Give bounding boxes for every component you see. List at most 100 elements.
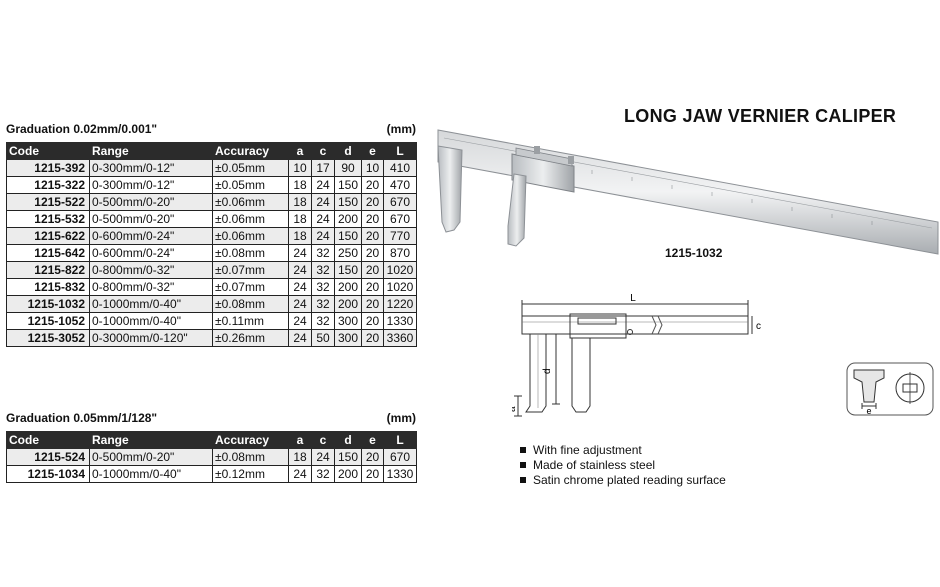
table-cell: 32 bbox=[311, 465, 335, 483]
table-cell: 0-800mm/0-32" bbox=[89, 261, 213, 279]
table-cell: 1215-622 bbox=[6, 227, 90, 245]
table-cell: 1220 bbox=[383, 295, 417, 313]
column-header-7: L bbox=[383, 431, 417, 449]
table-cell: 20 bbox=[361, 176, 384, 194]
table-cell: ±0.07mm bbox=[212, 278, 289, 296]
table-cell: 90 bbox=[334, 159, 362, 177]
column-header-2: Accuracy bbox=[212, 431, 289, 449]
table-cell: 24 bbox=[288, 329, 312, 347]
dim-label-a: a bbox=[512, 406, 518, 412]
table-cell: ±0.05mm bbox=[212, 176, 289, 194]
table-cell: 10 bbox=[361, 159, 384, 177]
table-cell: 24 bbox=[311, 227, 335, 245]
table-cell: 18 bbox=[288, 176, 312, 194]
graduation-label: Graduation bbox=[6, 411, 71, 425]
unit-label: (mm) bbox=[386, 122, 416, 136]
graduation-value: 0.02mm/0.001" bbox=[73, 122, 158, 136]
table-cell: 0-300mm/0-12" bbox=[89, 159, 213, 177]
column-header-3: a bbox=[288, 431, 312, 449]
table-cell: ±0.05mm bbox=[212, 159, 289, 177]
jaw-detail-diagram: e bbox=[846, 362, 934, 416]
table-cell: 670 bbox=[383, 210, 417, 228]
table-cell: 200 bbox=[334, 295, 362, 313]
table-cell: 20 bbox=[361, 312, 384, 330]
column-header-4: c bbox=[311, 431, 335, 449]
table-cell: 24 bbox=[311, 176, 335, 194]
table-cell: 1330 bbox=[383, 312, 417, 330]
column-header-5: d bbox=[334, 142, 362, 160]
table-cell: 0-600mm/0-24" bbox=[89, 244, 213, 262]
table-cell: 150 bbox=[334, 176, 362, 194]
model-number-label: 1215-1032 bbox=[665, 246, 723, 260]
table-cell: 1330 bbox=[383, 465, 417, 483]
table-cell: 1215-832 bbox=[6, 278, 90, 296]
table-cell: 0-500mm/0-20" bbox=[89, 210, 213, 228]
table-cell: 300 bbox=[334, 329, 362, 347]
column-header-0: Code bbox=[6, 431, 90, 449]
bullet-icon bbox=[520, 447, 526, 453]
table-cell: 1020 bbox=[383, 261, 417, 279]
table-cell: 150 bbox=[334, 448, 362, 466]
table-cell: 20 bbox=[361, 465, 384, 483]
feature-text: Satin chrome plated reading surface bbox=[533, 473, 726, 487]
table-cell: 20 bbox=[361, 210, 384, 228]
table-cell: ±0.26mm bbox=[212, 329, 289, 347]
table-cell: 1020 bbox=[383, 278, 417, 296]
table-cell: 24 bbox=[288, 244, 312, 262]
table-cell: 32 bbox=[311, 261, 335, 279]
table-cell: 0-1000mm/0-40" bbox=[89, 295, 213, 313]
column-header-7: L bbox=[383, 142, 417, 160]
table-cell: 1215-322 bbox=[6, 176, 90, 194]
table-cell: 150 bbox=[334, 193, 362, 211]
table-cell: ±0.07mm bbox=[212, 261, 289, 279]
table-cell: 20 bbox=[361, 329, 384, 347]
table-cell: 24 bbox=[311, 210, 335, 228]
table-cell: 32 bbox=[311, 312, 335, 330]
column-header-1: Range bbox=[89, 431, 213, 449]
table-cell: 24 bbox=[288, 295, 312, 313]
table-cell: 1215-1032 bbox=[6, 295, 90, 313]
caliper-product-image bbox=[437, 129, 939, 255]
table-cell: 20 bbox=[361, 193, 384, 211]
table-cell: ±0.08mm bbox=[212, 448, 289, 466]
feature-item: With fine adjustment bbox=[520, 443, 726, 458]
table-cell: ±0.06mm bbox=[212, 227, 289, 245]
table-cell: 410 bbox=[383, 159, 417, 177]
table-cell: 32 bbox=[311, 295, 335, 313]
table-cell: 18 bbox=[288, 193, 312, 211]
table-cell: 18 bbox=[288, 448, 312, 466]
table-cell: 1215-532 bbox=[6, 210, 90, 228]
graduation-label: Graduation bbox=[6, 122, 71, 136]
table-cell: 18 bbox=[288, 210, 312, 228]
table-cell: 1215-522 bbox=[6, 193, 90, 211]
table-cell: 200 bbox=[334, 465, 362, 483]
table-cell: 1215-822 bbox=[6, 261, 90, 279]
table-cell: ±0.06mm bbox=[212, 210, 289, 228]
table-cell: 10 bbox=[288, 159, 312, 177]
column-header-4: c bbox=[311, 142, 335, 160]
dim-label-e: e bbox=[866, 406, 871, 416]
table-cell: 870 bbox=[383, 244, 417, 262]
table-cell: 200 bbox=[334, 210, 362, 228]
bullet-icon bbox=[520, 477, 526, 483]
table-cell: 17 bbox=[311, 159, 335, 177]
table-cell: ±0.06mm bbox=[212, 193, 289, 211]
table-cell: 1215-392 bbox=[6, 159, 90, 177]
dim-label-d: d bbox=[542, 368, 553, 374]
table-cell: 1215-1034 bbox=[6, 465, 90, 483]
table-cell: 24 bbox=[288, 465, 312, 483]
table-cell: 470 bbox=[383, 176, 417, 194]
feature-text: Made of stainless steel bbox=[533, 458, 656, 472]
table-cell: 150 bbox=[334, 261, 362, 279]
column-header-5: d bbox=[334, 431, 362, 449]
table-cell: ±0.08mm bbox=[212, 244, 289, 262]
feature-text: With fine adjustment bbox=[533, 443, 642, 457]
